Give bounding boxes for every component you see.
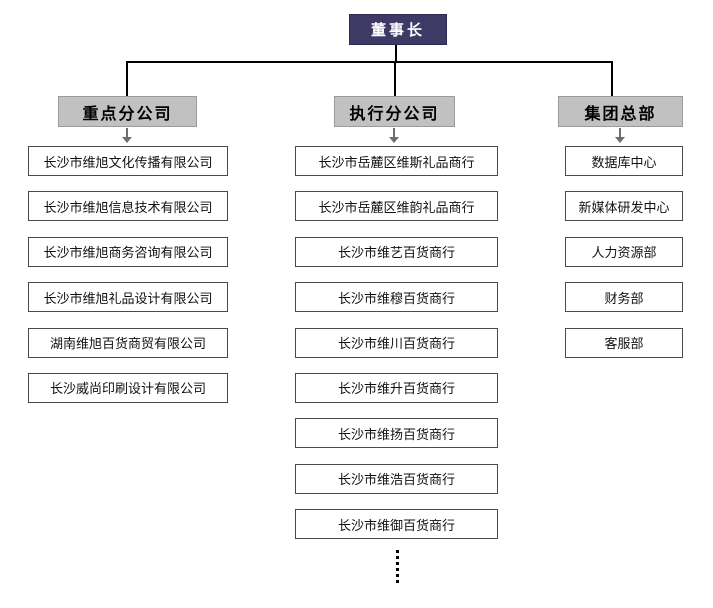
org-node: 客服部: [565, 327, 683, 358]
arrow-stem: [393, 128, 395, 138]
org-node: 长沙市维旭文化传播有限公司: [28, 146, 228, 176]
ellipsis-dot: [396, 568, 399, 571]
branch-column-exec-subsidiaries: 长沙市岳麓区维斯礼品商行 长沙市岳麓区维韵礼品商行 长沙市维艺百货商行 长沙市维…: [295, 146, 498, 555]
arrow-head: [615, 137, 625, 143]
org-node: 长沙市岳麓区维斯礼品商行: [295, 146, 498, 176]
ellipsis-dot: [396, 556, 399, 559]
org-node: 长沙威尚印刷设计有限公司: [28, 372, 228, 403]
connector-drop-middle: [394, 61, 396, 96]
org-node: 长沙市维浩百货商行: [295, 463, 498, 494]
ellipsis-dot: [396, 580, 399, 583]
org-node: 长沙市维御百货商行: [295, 509, 498, 540]
arrow-down-icon: [121, 128, 133, 144]
arrow-head: [122, 137, 132, 143]
org-node: 长沙市岳麓区维韵礼品商行: [295, 191, 498, 222]
connector-drop-left: [126, 61, 128, 96]
arrow-down-icon: [388, 128, 400, 144]
org-node: 数据库中心: [565, 146, 683, 176]
ellipsis-dot: [396, 574, 399, 577]
org-node: 长沙市维旭礼品设计有限公司: [28, 282, 228, 313]
org-node: 财务部: [565, 282, 683, 313]
connector-drop-right: [611, 61, 613, 96]
org-node: 人力资源部: [565, 236, 683, 267]
connector-trunk: [395, 45, 397, 62]
org-node: 长沙市维旭信息技术有限公司: [28, 191, 228, 222]
ellipsis-dot: [396, 562, 399, 565]
arrow-stem: [126, 128, 128, 138]
org-node: 长沙市维艺百货商行: [295, 236, 498, 267]
vertical-ellipsis-icon: [396, 550, 399, 583]
branch-column-key-subsidiaries: 长沙市维旭文化传播有限公司 长沙市维旭信息技术有限公司 长沙市维旭商务咨询有限公…: [28, 146, 228, 418]
org-root-node-chairman: 董事长: [349, 14, 447, 45]
org-node: 湖南维旭百货商贸有限公司: [28, 327, 228, 358]
branch-header-key-subsidiaries: 重点分公司: [58, 96, 197, 127]
org-node: 新媒体研发中心: [565, 191, 683, 222]
connector-horizontal-bar: [126, 61, 613, 63]
org-node: 长沙市维升百货商行: [295, 372, 498, 403]
branch-column-group-hq: 数据库中心 新媒体研发中心 人力资源部 财务部 客服部: [565, 146, 683, 373]
branch-header-exec-subsidiaries: 执行分公司: [334, 96, 455, 127]
arrow-down-icon: [614, 128, 626, 144]
branch-header-group-hq: 集团总部: [558, 96, 683, 127]
org-node: 长沙市维川百货商行: [295, 327, 498, 358]
arrow-head: [389, 137, 399, 143]
arrow-stem: [619, 128, 621, 138]
org-node: 长沙市维扬百货商行: [295, 418, 498, 449]
org-node: 长沙市维旭商务咨询有限公司: [28, 236, 228, 267]
org-node: 长沙市维穆百货商行: [295, 282, 498, 313]
ellipsis-dot: [396, 550, 399, 553]
